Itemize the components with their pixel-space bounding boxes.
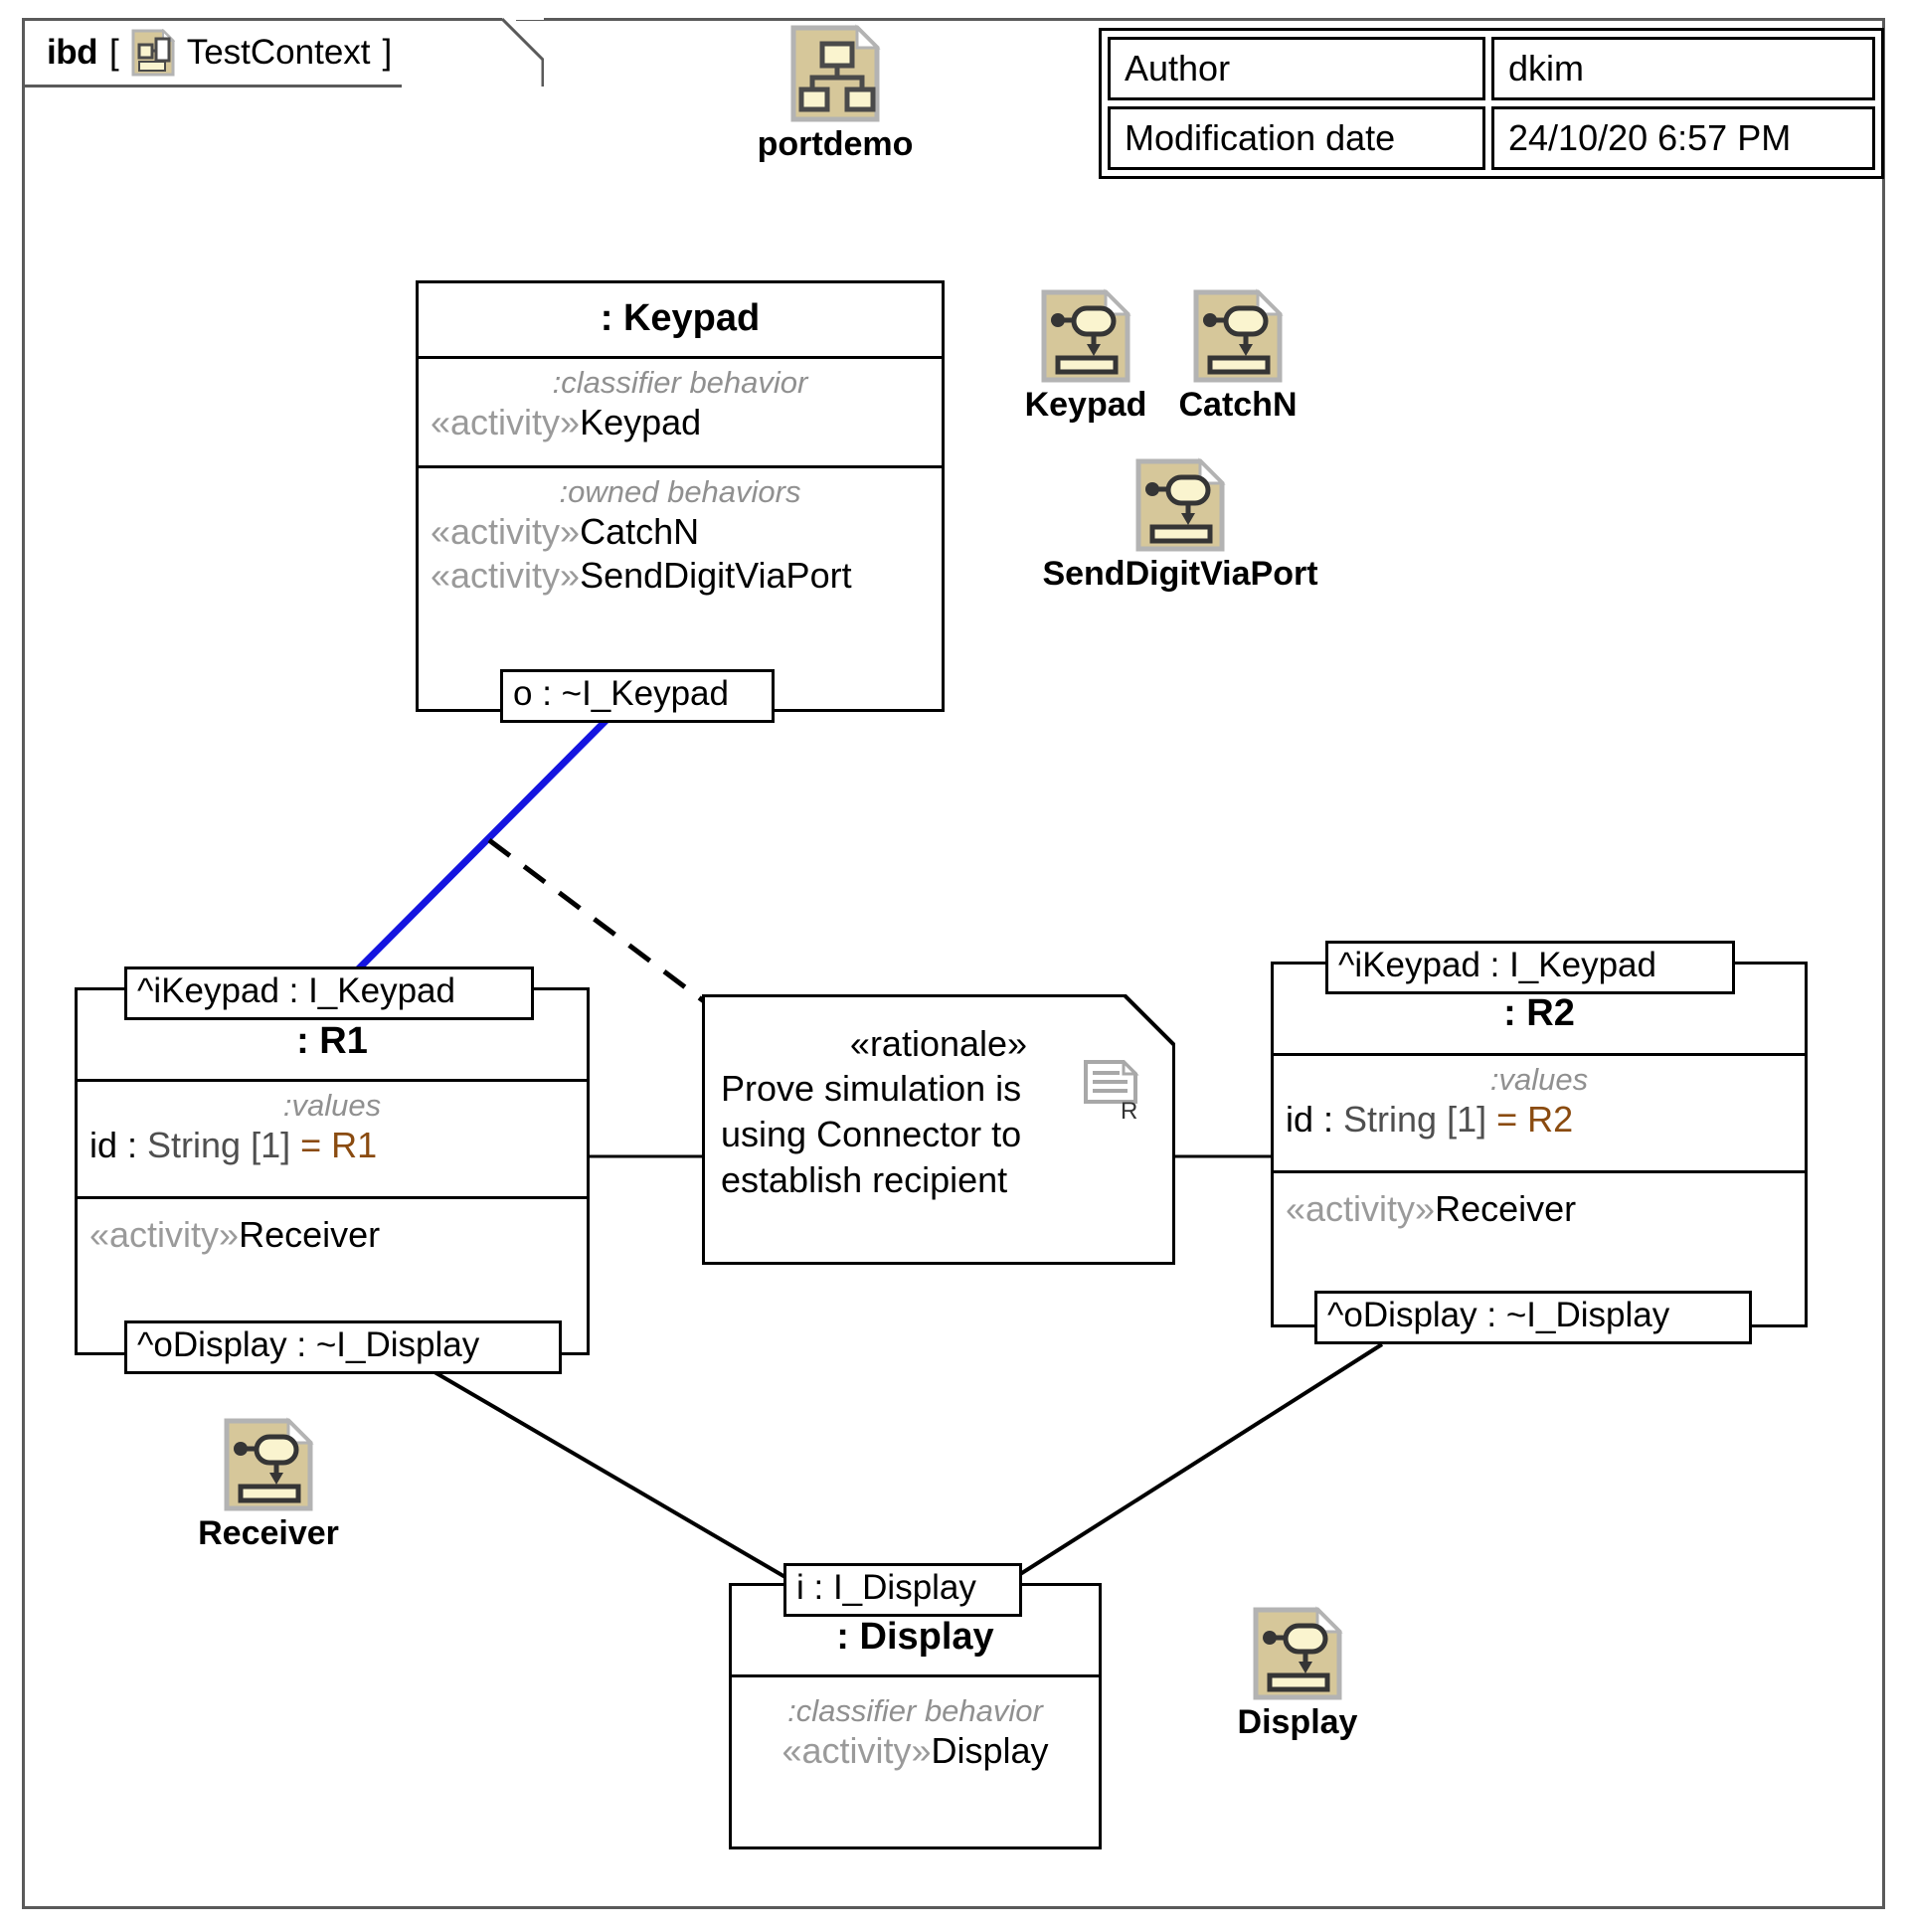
bracket-open: [ — [108, 33, 119, 72]
behavior-name: CatchN — [580, 510, 700, 552]
behavior-name: Keypad — [580, 401, 702, 442]
note-line-3: establish recipient — [721, 1158, 1008, 1200]
port-keypad-o[interactable]: o : ~I_Keypad — [500, 669, 775, 723]
stereotype-activity: «activity» — [431, 401, 581, 442]
classifier-behavior-entry: «activity»Keypad — [431, 401, 930, 444]
values-label: :values — [282, 1088, 382, 1123]
property-type: String [1] — [147, 1124, 291, 1165]
behavior-entry: «activity»Receiver — [89, 1213, 575, 1257]
model-icon-label: SendDigitViaPort — [1042, 555, 1318, 593]
model-icon-senddigitviaport[interactable]: SendDigitViaPort — [1006, 457, 1354, 594]
behavior-name: SendDigitViaPort — [580, 554, 852, 596]
classifier-behavior-entry: «activity»Display — [744, 1729, 1087, 1773]
rationale-icon-letter: R — [1121, 1098, 1137, 1120]
property-default-value: = R2 — [1486, 1098, 1574, 1140]
property-name: id : — [89, 1124, 148, 1165]
block-display[interactable]: : Display :classifier behavior «activity… — [729, 1583, 1102, 1849]
behavior-name: Display — [931, 1729, 1049, 1771]
r2-behavior-compartment: «activity»Receiver — [1274, 1173, 1805, 1241]
model-icon-label: Display — [1237, 1703, 1358, 1741]
classifier-behavior-label: :classifier behavior — [787, 1693, 1043, 1728]
owned-behaviors-label: :owned behaviors — [559, 474, 801, 509]
model-icon-portdemo[interactable]: portdemo — [736, 24, 935, 164]
page-title: : Keypad — [600, 297, 761, 339]
diagram-header-tab-corner — [502, 18, 544, 88]
r2-title-compartment: : R2 — [1274, 965, 1805, 1056]
property-type: String [1] — [1343, 1098, 1487, 1140]
page-title: : R2 — [1503, 992, 1575, 1034]
table-row: Modification date 24/10/20 6:57 PM — [1108, 106, 1875, 170]
model-icon-catchn[interactable]: CatchN — [1158, 288, 1317, 425]
note-fold-corner — [1124, 994, 1175, 1046]
classifier-behavior-label: :classifier behavior — [552, 365, 808, 400]
behavior-name: Receiver — [1435, 1188, 1577, 1229]
port-r1-odisplay[interactable]: ^oDisplay : ~I_Display — [124, 1320, 562, 1374]
diagram-header-tab[interactable]: ibd [ TestContext ] — [22, 18, 403, 88]
table-row: Author dkim — [1108, 37, 1875, 100]
behavior-entry: «activity»Receiver — [1286, 1187, 1793, 1231]
metadata-value-author: dkim — [1491, 37, 1875, 100]
port-r2-odisplay[interactable]: ^oDisplay : ~I_Display — [1314, 1291, 1752, 1344]
rationale-document-icon: R — [1084, 1060, 1139, 1120]
model-icon-receiver[interactable]: Receiver — [179, 1417, 358, 1553]
block-r2[interactable]: : R2 :values id : String [1] = R2 «activ… — [1271, 962, 1808, 1327]
values-label: :values — [1489, 1062, 1589, 1097]
note-rationale[interactable]: «rationale» Prove simulation is using Co… — [702, 994, 1175, 1265]
note-body: «rationale» Prove simulation is using Co… — [702, 994, 1175, 1265]
stereotype-activity: «activity» — [1286, 1188, 1436, 1229]
package-diagram-icon — [790, 24, 881, 122]
block-r1[interactable]: : R1 :values id : String [1] = R1 «activ… — [75, 987, 590, 1355]
port-r2-ikeypad[interactable]: ^iKeypad : I_Keypad — [1325, 941, 1735, 994]
activity-icon — [1135, 457, 1226, 552]
page-title: : Display — [836, 1616, 994, 1658]
port-r1-ikeypad[interactable]: ^iKeypad : I_Keypad — [124, 966, 534, 1020]
diagram-context-name: TestContext — [186, 33, 371, 72]
activity-icon — [224, 1417, 314, 1511]
stereotype-activity: «activity» — [89, 1214, 240, 1255]
bracket-close: ] — [382, 33, 393, 72]
activity-icon — [1253, 1606, 1343, 1700]
keypad-classifier-behavior-compartment: :classifier behavior «activity»Keypad — [419, 359, 942, 468]
activity-icon — [1041, 288, 1131, 383]
property-name: id : — [1286, 1098, 1344, 1140]
model-icon-keypad[interactable]: Keypad — [1006, 288, 1165, 425]
behavior-name: Receiver — [239, 1214, 381, 1255]
r1-title-compartment: : R1 — [78, 990, 587, 1082]
display-classifier-behavior-compartment: :classifier behavior «activity»Display — [732, 1677, 1099, 1783]
note-stereotype: «rationale» — [849, 1023, 1028, 1064]
metadata-key-modification-date: Modification date — [1108, 106, 1485, 170]
block-definition-icon — [131, 28, 176, 77]
owned-behavior-entry: «activity»SendDigitViaPort — [431, 554, 930, 598]
owned-behavior-entry: «activity»CatchN — [431, 510, 930, 554]
display-title-compartment: : Display — [732, 1586, 1099, 1677]
diagram-kind-label: ibd — [47, 33, 97, 72]
keypad-owned-behaviors-compartment: :owned behaviors «activity»CatchN «activ… — [419, 468, 942, 607]
activity-icon — [1193, 288, 1284, 383]
model-icon-label: CatchN — [1178, 386, 1298, 424]
model-icon-display[interactable]: Display — [1208, 1606, 1387, 1742]
port-display-i[interactable]: i : I_Display — [783, 1563, 1022, 1617]
note-line-2: using Connector to — [721, 1113, 1022, 1154]
model-icon-label: Receiver — [198, 1514, 339, 1552]
value-property-id: id : String [1] = R2 — [1286, 1098, 1793, 1142]
note-line-1: Prove simulation is — [721, 1068, 1022, 1109]
metadata-value-modification-date: 24/10/20 6:57 PM — [1491, 106, 1875, 170]
model-icon-label: Keypad — [1024, 386, 1147, 424]
metadata-key-author: Author — [1108, 37, 1485, 100]
page-title: : R1 — [296, 1020, 368, 1062]
value-property-id: id : String [1] = R1 — [89, 1124, 575, 1167]
r1-values-compartment: :values id : String [1] = R1 — [78, 1082, 587, 1199]
property-default-value: = R1 — [290, 1124, 378, 1165]
keypad-title-compartment: : Keypad — [419, 283, 942, 359]
model-icon-label: portdemo — [757, 125, 914, 163]
diagram-metadata-table: Author dkim Modification date 24/10/20 6… — [1099, 28, 1884, 179]
r1-behavior-compartment: «activity»Receiver — [78, 1199, 587, 1267]
block-keypad[interactable]: : Keypad :classifier behavior «activity»… — [416, 280, 945, 712]
stereotype-activity: «activity» — [431, 554, 581, 596]
stereotype-activity: «activity» — [431, 510, 581, 552]
r2-values-compartment: :values id : String [1] = R2 — [1274, 1056, 1805, 1173]
stereotype-activity: «activity» — [781, 1729, 932, 1771]
